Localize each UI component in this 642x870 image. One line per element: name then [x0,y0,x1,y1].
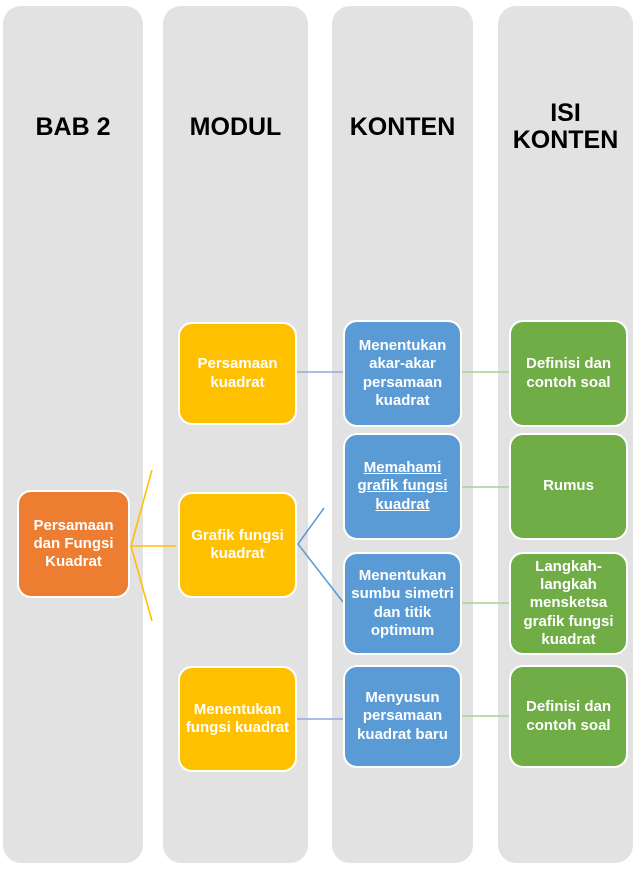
column-bab2: BAB 2 [3,6,143,863]
node-label: Menentukan fungsi kuadrat [185,700,290,736]
node-modul-menentukan-fungsi-kuadrat: Menentukan fungsi kuadrat [178,666,297,772]
column-header-konten: KONTEN [349,112,456,141]
node-isi-langkah-mensketsa: Langkah-langkah mensketsa grafik fungsi … [509,552,628,655]
node-label: Menentukan sumbu simetri dan titik optim… [351,566,454,639]
node-label: Definisi dan contoh soal [525,698,611,734]
node-label: Memahami grafik fungsi kuadrat [357,459,448,513]
node-modul-persamaan-kuadrat: Persamaan kuadrat [178,322,297,425]
node-konten-sumbu-simetri: Menentukan sumbu simetri dan titik optim… [343,552,462,655]
node-konten-memahami-grafik: Memahami grafik fungsi kuadrat [343,433,462,540]
node-konten-menyusun-persamaan: Menyusun persamaan kuadrat baru [343,665,462,768]
node-label: Langkah-langkah mensketsa grafik fungsi … [523,557,614,648]
node-label: Rumus [543,477,594,495]
node-isi-definisi-contoh-2: Definisi dan contoh soal [509,665,628,768]
node-modul-grafik-fungsi-kuadrat: Grafik fungsi kuadrat [178,492,297,598]
column-header-modul: MODUL [189,112,282,141]
node-topic-persamaan-dan-fungsi-kuadrat: Persamaan dan Fungsi Kuadrat [17,490,130,598]
node-label: Definisi dan contoh soal [525,355,611,391]
column-header-bab2: BAB 2 [35,112,111,141]
node-label: Menentukan akar-akar persamaan kuadrat [358,336,447,409]
node-konten-menentukan-akar-akar: Menentukan akar-akar persamaan kuadrat [343,320,462,427]
node-label: Grafik fungsi kuadrat [191,526,284,562]
node-isi-definisi-contoh-1: Definisi dan contoh soal [509,320,628,427]
column-header-isi-konten: ISI KONTEN [512,99,619,154]
node-label: Menyusun persamaan kuadrat baru [357,689,448,743]
node-label: Persamaan kuadrat [197,355,278,391]
node-isi-rumus: Rumus [509,433,628,540]
node-label: Persamaan dan Fungsi Kuadrat [33,516,114,571]
